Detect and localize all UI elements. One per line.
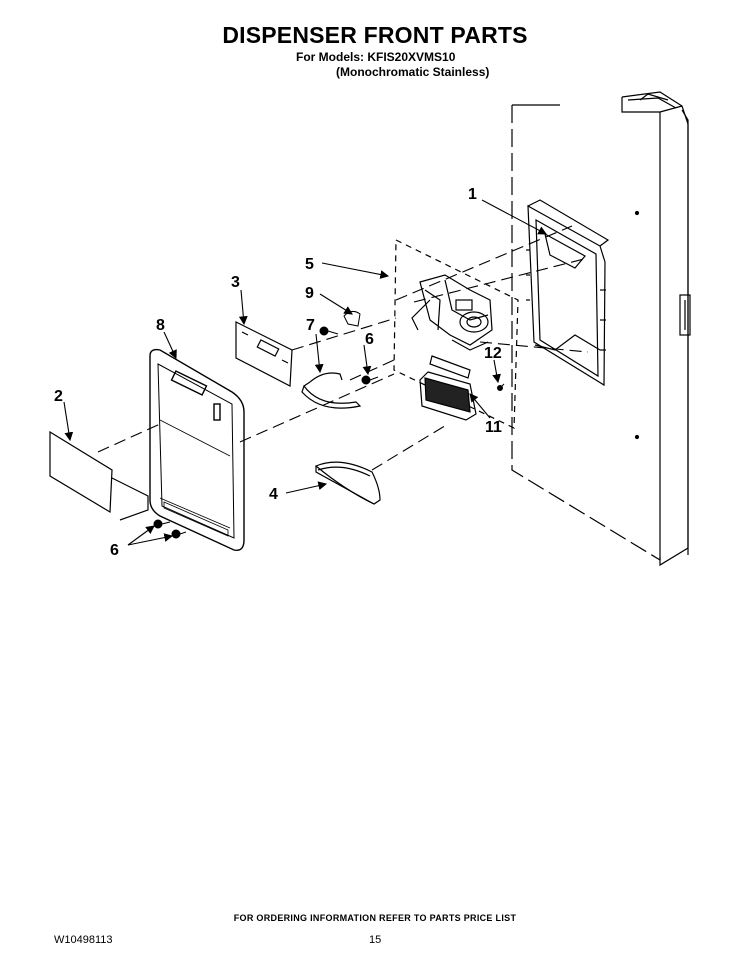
screw-6-bezel-b — [171, 529, 187, 539]
screws — [153, 310, 505, 539]
part-5-dispenser-assembly — [393, 239, 519, 429]
screw-6-bezel-a — [153, 519, 171, 529]
refrigerator-door — [511, 91, 691, 567]
callout-11: 11 — [485, 419, 502, 436]
callout-4: 4 — [269, 486, 278, 503]
callout-1: 1 — [468, 186, 477, 203]
callout-6-upper: 6 — [365, 331, 374, 348]
page-number: 15 — [369, 934, 382, 946]
leader-lines — [63, 199, 547, 546]
callout-2: 2 — [54, 388, 63, 405]
part-8-bezel — [149, 348, 245, 551]
callout-9: 9 — [305, 285, 314, 302]
callout-3: 3 — [231, 274, 240, 291]
part-7-curved-cover — [301, 372, 362, 409]
part-4-tray — [314, 461, 381, 505]
ordering-note: FOR ORDERING INFORMATION REFER TO PARTS … — [233, 913, 517, 923]
part-3-control-board — [235, 321, 293, 387]
models-line: For Models: KFIS20XVMS10 — [296, 50, 456, 64]
variant-line: (Monochromatic Stainless) — [336, 65, 490, 79]
document-number: W10498113 — [54, 934, 113, 946]
alignment-lines — [97, 225, 589, 471]
screw-12 — [497, 383, 505, 391]
part-2-panel — [49, 430, 149, 521]
callout-8: 8 — [156, 317, 165, 334]
callout-5: 5 — [305, 256, 314, 273]
callout-6-lower: 6 — [110, 542, 119, 559]
callout-labels: 1 5 9 3 7 6 8 12 2 11 4 6 — [54, 186, 502, 559]
screw-6-lower — [361, 375, 379, 385]
callout-12: 12 — [484, 345, 502, 362]
callout-7: 7 — [306, 317, 315, 334]
part-11-paddle — [419, 355, 477, 421]
page-title: DISPENSER FRONT PARTS — [222, 22, 528, 48]
screw-6-upper — [319, 326, 339, 336]
